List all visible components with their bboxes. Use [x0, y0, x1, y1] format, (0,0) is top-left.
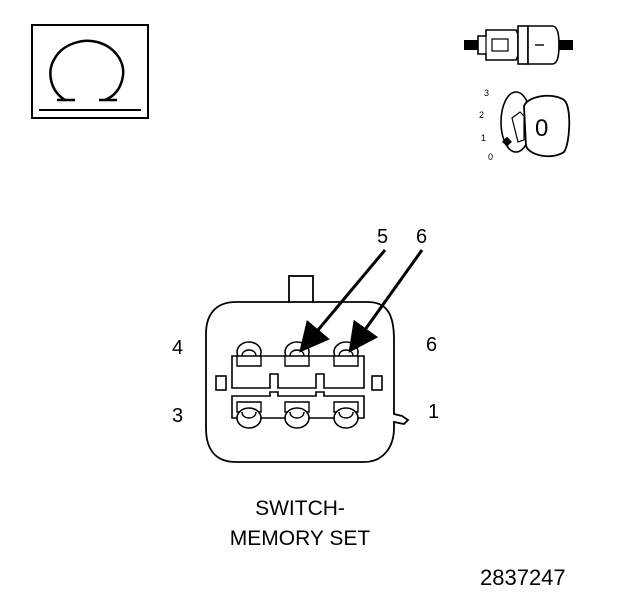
- key-position-3: 3: [484, 88, 490, 98]
- callout-label-5: 5: [377, 226, 389, 248]
- key-position-2: 2: [479, 110, 485, 120]
- ohmmeter-symbol-box: [31, 24, 149, 119]
- key-position-0: 0: [488, 152, 494, 162]
- component-caption: SWITCH- MEMORY SET: [190, 494, 410, 554]
- callout-arrow-6: [348, 249, 424, 353]
- terminal-cavity-2: [284, 401, 310, 429]
- caption-line-2: MEMORY SET: [229, 527, 371, 550]
- cavity-label-3: 3: [172, 405, 184, 427]
- cavity-label-1: 1: [428, 401, 440, 423]
- part-number: 2837247: [480, 565, 566, 590]
- terminal-cavity-4: [236, 341, 262, 367]
- key-position-1: 1: [481, 133, 487, 143]
- terminal-cavity-3: [236, 401, 262, 429]
- key-label: 0: [535, 115, 549, 142]
- connector-plug-icon: [464, 25, 573, 65]
- ignition-key-icon: [500, 91, 571, 158]
- callout-label-6: 6: [416, 226, 428, 248]
- callout-arrow-5: [299, 249, 387, 353]
- cavity-label-4: 4: [172, 337, 184, 359]
- omega-resistance-icon: [39, 39, 141, 111]
- caption-line-1: SWITCH-: [255, 497, 345, 520]
- terminal-cavity-1: [333, 401, 359, 429]
- cavity-label-6: 6: [426, 334, 438, 356]
